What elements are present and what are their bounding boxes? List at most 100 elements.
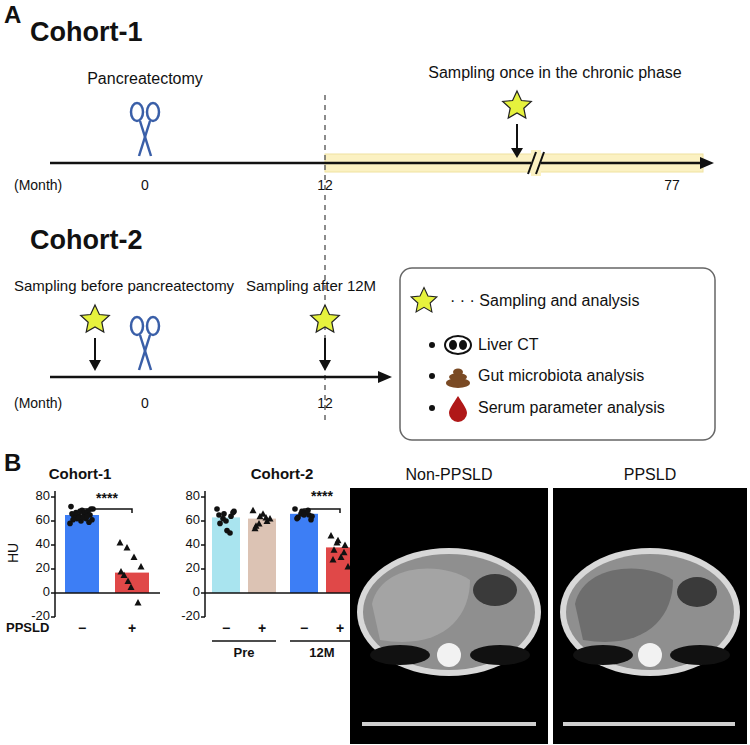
tick-label: 77 bbox=[664, 178, 680, 193]
ct-image-ppsld bbox=[638, 643, 662, 667]
legend-bullet bbox=[429, 373, 435, 379]
ct-image-ppsld bbox=[677, 577, 717, 607]
sampling-arrow bbox=[94, 338, 96, 362]
ct-image-non-ppsld bbox=[437, 643, 461, 667]
ct-image-non-ppsld bbox=[350, 488, 548, 744]
y-tick bbox=[51, 544, 55, 546]
group-label: − bbox=[78, 621, 86, 636]
ct-image-non-ppsld bbox=[357, 548, 541, 676]
ct-image-ppsld bbox=[670, 645, 730, 665]
group-label: − bbox=[300, 621, 308, 636]
tick-label: 12 bbox=[317, 396, 333, 411]
bar bbox=[326, 547, 354, 593]
y-tick bbox=[201, 592, 205, 594]
sampling-arrow bbox=[516, 124, 518, 150]
y-tick bbox=[51, 520, 55, 522]
legend-text: Gut microbiota analysis bbox=[478, 367, 644, 385]
legend-text: Liver CT bbox=[478, 336, 538, 354]
sampling-arrow bbox=[511, 148, 523, 158]
y-axis bbox=[204, 491, 206, 617]
tick-label: -20 bbox=[181, 609, 200, 623]
y-tick bbox=[51, 592, 55, 594]
image-title: PPSLD bbox=[624, 466, 676, 484]
significance-bracket bbox=[82, 509, 132, 513]
blood-drop-icon bbox=[449, 396, 467, 422]
ct-image-ppsld bbox=[563, 722, 735, 726]
scissors-icon bbox=[139, 121, 150, 156]
tick-label: 80 bbox=[186, 489, 200, 503]
scissors-icon bbox=[140, 121, 151, 156]
legend-star bbox=[411, 288, 437, 312]
scissors-icon bbox=[131, 103, 143, 121]
sampling-star bbox=[311, 305, 340, 332]
significance-bracket bbox=[304, 509, 340, 513]
sampling-arrow bbox=[324, 338, 326, 362]
legend-text: Serum parameter analysis bbox=[478, 399, 665, 417]
scissors-icon bbox=[131, 317, 143, 335]
data-point bbox=[223, 518, 229, 524]
panel-letter: B bbox=[4, 450, 21, 476]
liver-ct-icon bbox=[459, 340, 467, 350]
group-label: PPSLD bbox=[6, 621, 49, 635]
y-tick bbox=[51, 568, 55, 570]
y-tick bbox=[201, 544, 205, 546]
data-point bbox=[341, 549, 348, 556]
cohort-heading: Cohort-2 bbox=[30, 226, 142, 256]
data-point bbox=[117, 539, 124, 546]
data-point bbox=[331, 546, 338, 553]
data-point bbox=[131, 554, 138, 561]
data-point bbox=[294, 516, 300, 522]
y-tick bbox=[201, 616, 205, 618]
sampling-arrow bbox=[319, 360, 331, 371]
data-point bbox=[227, 530, 233, 536]
x-axis bbox=[205, 592, 362, 594]
data-point bbox=[292, 506, 298, 512]
axis-unit: (Month) bbox=[14, 178, 62, 193]
timeline-axis bbox=[50, 376, 380, 379]
y-axis bbox=[54, 491, 56, 617]
data-point bbox=[125, 578, 132, 585]
liver-ct-icon bbox=[449, 340, 457, 350]
ct-image-non-ppsld bbox=[372, 569, 470, 642]
data-point bbox=[84, 513, 90, 519]
event-label: Sampling once in the chronic phase bbox=[428, 64, 682, 82]
scissors-icon bbox=[147, 103, 159, 121]
bar-chart bbox=[201, 491, 362, 641]
tick-label: 40 bbox=[186, 537, 200, 551]
data-point bbox=[328, 532, 335, 539]
bar bbox=[65, 515, 99, 593]
ct-image-non-ppsld bbox=[363, 554, 535, 670]
data-point bbox=[330, 556, 337, 563]
axis-break bbox=[528, 152, 536, 174]
sampling-arrow bbox=[319, 338, 331, 371]
dashed-12-month-line bbox=[325, 95, 326, 420]
timepoint-label: Pre bbox=[234, 646, 255, 660]
data-point bbox=[124, 544, 131, 551]
scissors-icon bbox=[140, 335, 151, 370]
legend-box bbox=[400, 268, 715, 440]
sampling-star bbox=[503, 91, 532, 118]
ct-image-ppsld bbox=[560, 548, 740, 676]
ct-image-non-ppsld bbox=[470, 645, 530, 665]
dashed-12-month-line bbox=[324, 95, 326, 420]
tick-label: 12 bbox=[317, 178, 333, 193]
ct-image-ppsld bbox=[575, 569, 673, 642]
sampling-star bbox=[503, 91, 532, 118]
sampling-arrow bbox=[89, 360, 101, 371]
bar bbox=[290, 514, 318, 593]
event-label: Pancreatectomy bbox=[87, 70, 203, 88]
event-label: Sampling after 12M bbox=[246, 278, 376, 295]
data-point bbox=[221, 511, 227, 517]
sampling-arrow bbox=[89, 338, 101, 371]
chart-title: Cohort-2 bbox=[251, 466, 314, 483]
group-label: + bbox=[258, 621, 266, 636]
timeline-axis bbox=[700, 157, 714, 169]
data-point bbox=[128, 584, 135, 591]
stool-icon bbox=[446, 369, 470, 389]
data-point bbox=[118, 568, 125, 575]
data-point bbox=[263, 514, 270, 521]
x-axis bbox=[55, 592, 160, 594]
ct-image-non-ppsld bbox=[370, 645, 430, 665]
legend-star bbox=[411, 288, 437, 312]
panel-letter: A bbox=[4, 2, 21, 28]
